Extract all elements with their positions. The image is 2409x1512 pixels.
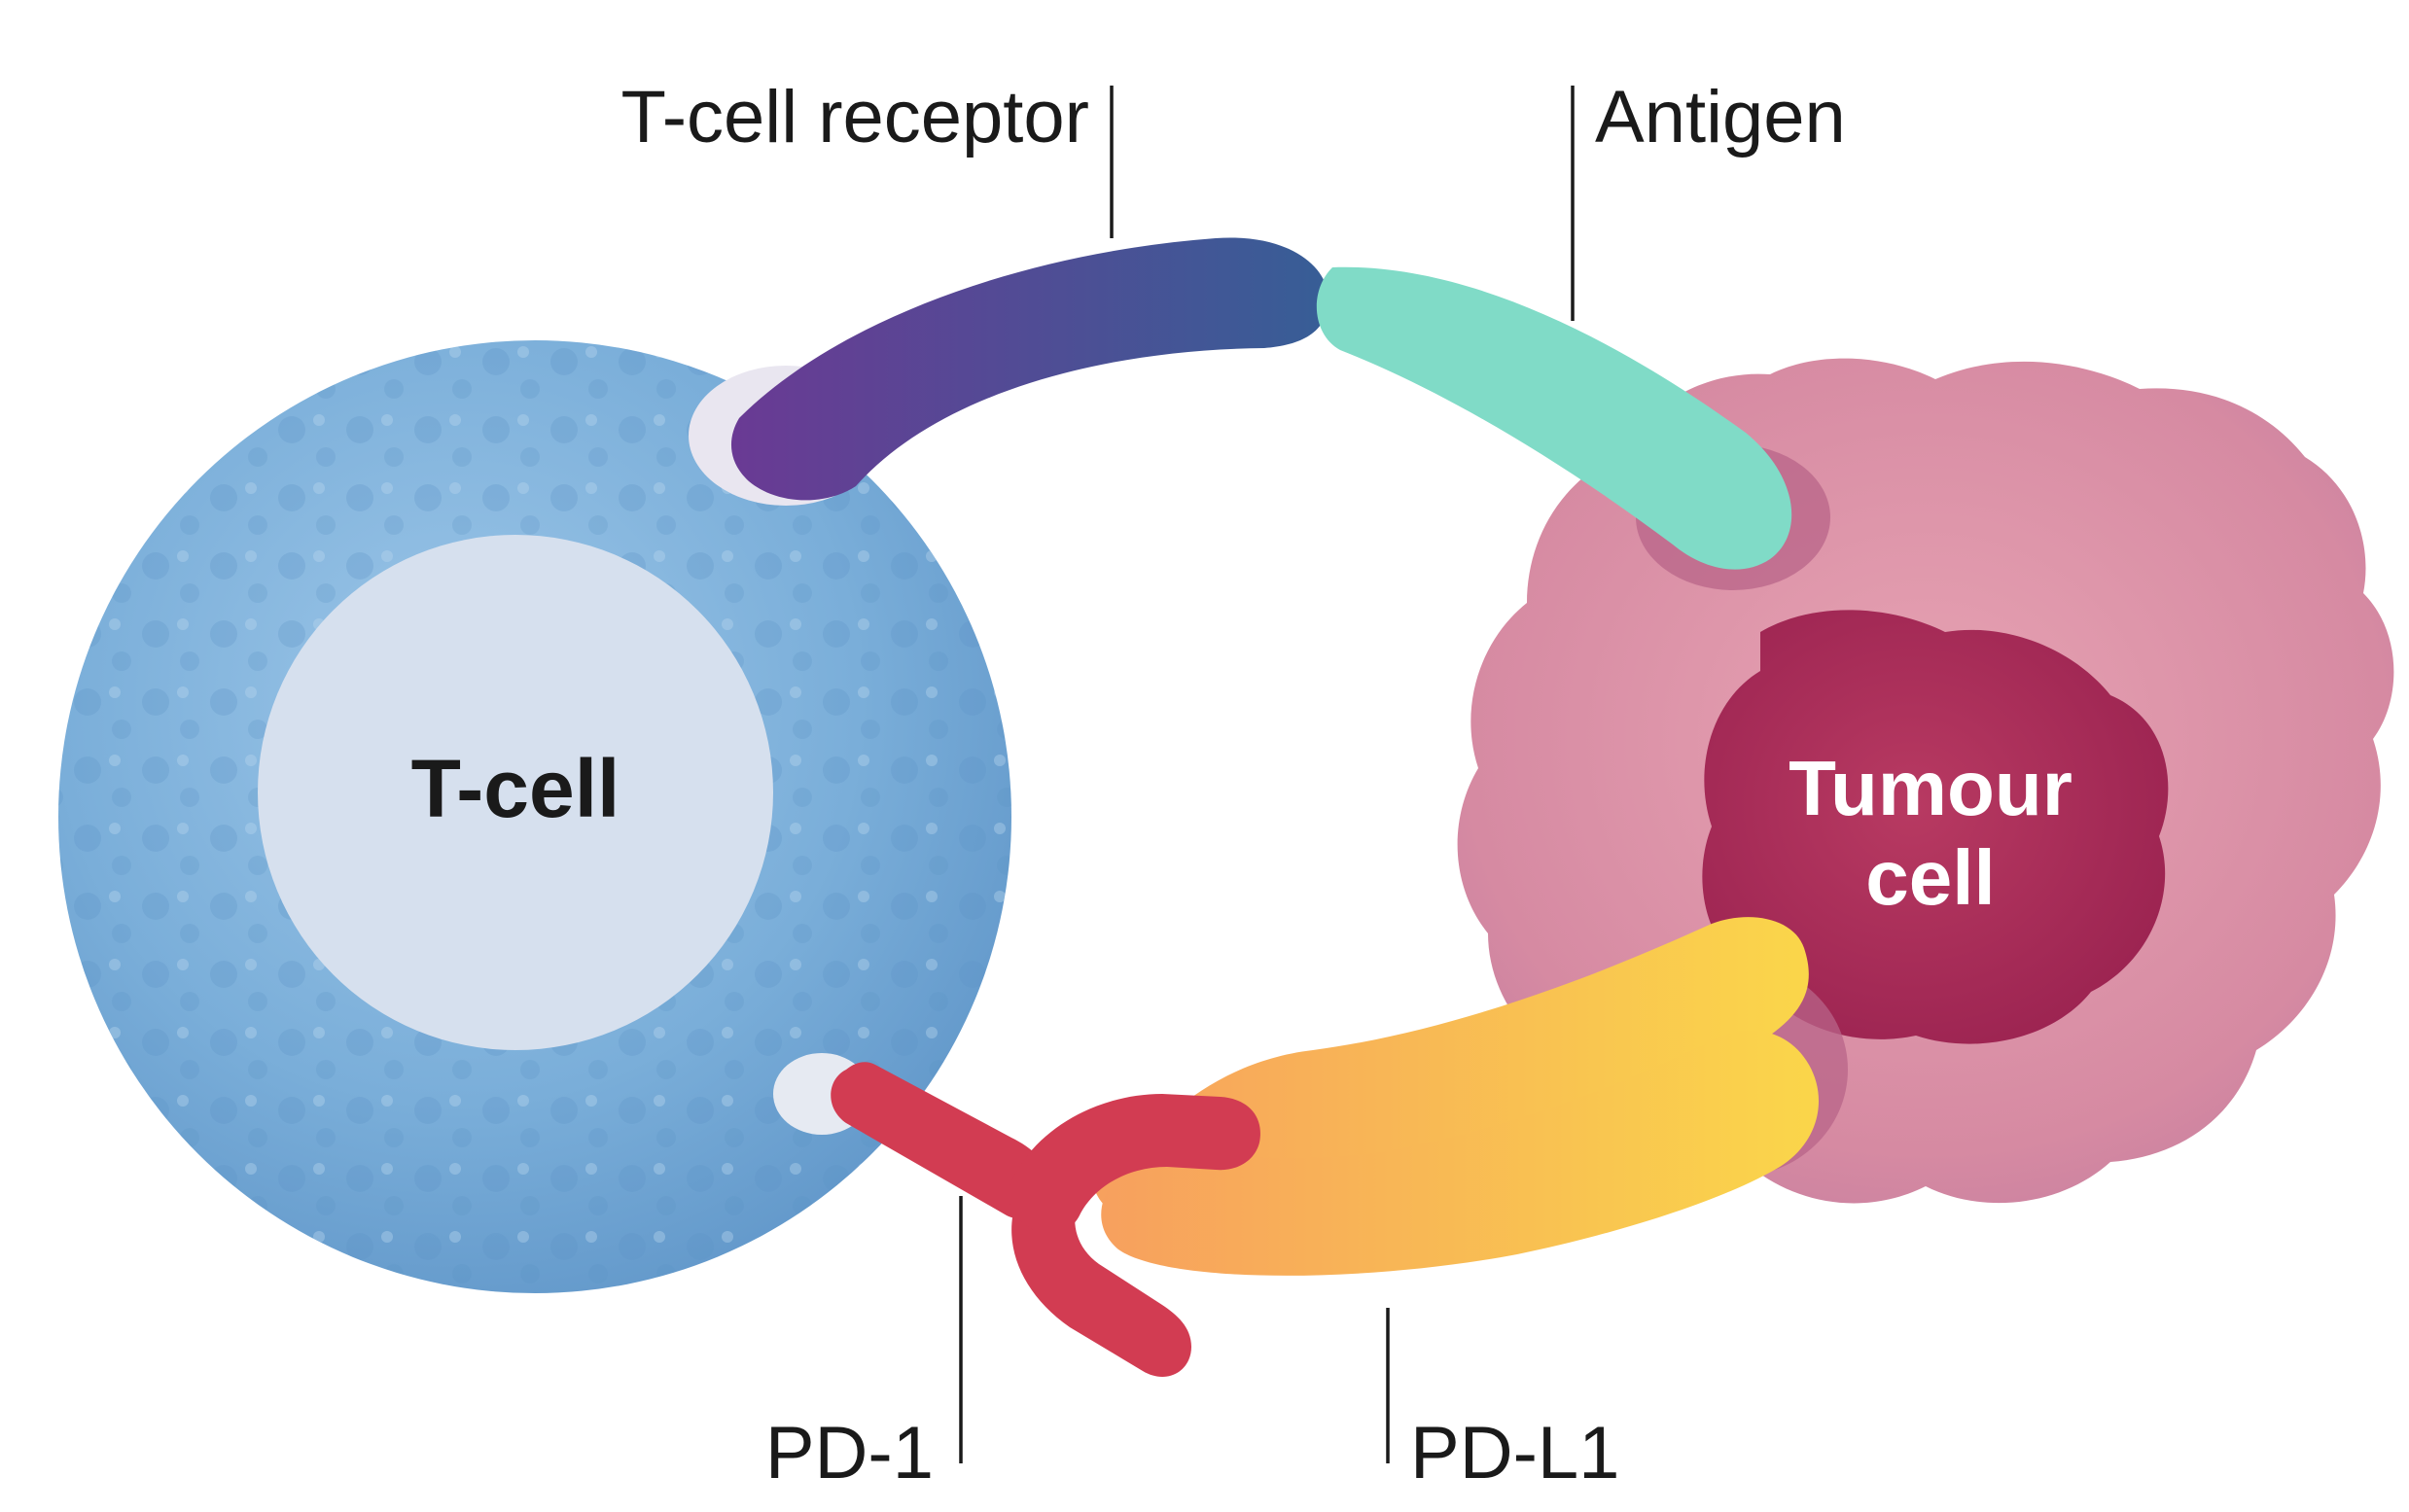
t-cell: T-cell (58, 340, 1011, 1293)
antigen (1316, 266, 1792, 570)
tumour-label-line2: cell (1865, 834, 1995, 921)
pd-l1-body (1101, 1030, 1819, 1276)
t-cell-nucleus (258, 535, 773, 1050)
pd1-label: PD-1 (765, 1412, 934, 1494)
pdl1-label: PD-L1 (1410, 1412, 1619, 1494)
t-cell-receptor (730, 237, 1328, 501)
tcr-label: T-cell receptor (621, 76, 1090, 158)
tumour-nucleus (1702, 610, 2169, 1044)
pd-l1 (1090, 917, 1809, 1231)
t-cell-label: T-cell (411, 743, 620, 834)
tumour-label-line1: Tumour (1789, 745, 2072, 831)
antigen-label: Antigen (1595, 76, 1846, 158)
pd-1 (831, 1062, 1260, 1377)
